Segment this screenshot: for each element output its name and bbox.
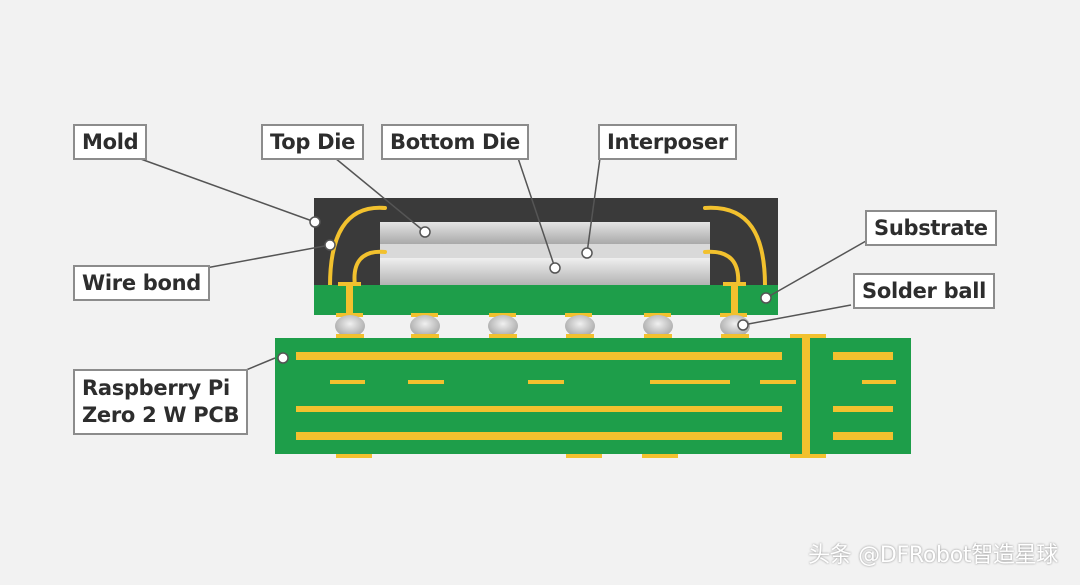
leader-dots bbox=[277, 216, 772, 364]
pcb-bottom-pads bbox=[336, 454, 826, 458]
interposer-label: Interposer bbox=[598, 124, 737, 160]
wire-bond-label: Wire bond bbox=[73, 265, 211, 301]
pcb-top-pads bbox=[336, 334, 826, 338]
bottom-die bbox=[380, 258, 710, 285]
pcb-label: Raspberry Pi Zero 2 W PCB bbox=[73, 369, 249, 435]
substrate-vias bbox=[336, 282, 747, 317]
mold-label: Mold bbox=[73, 124, 148, 160]
top-die-label: Top Die bbox=[261, 124, 365, 160]
top-die bbox=[380, 222, 710, 244]
substrate bbox=[314, 285, 778, 315]
interposer-layer bbox=[380, 244, 710, 258]
substrate-label: Substrate bbox=[865, 210, 997, 246]
wire-bonds bbox=[328, 205, 767, 288]
watermark: 头条 @DFRobot智造星球 bbox=[808, 543, 1058, 568]
leader-lines bbox=[137, 157, 867, 381]
pcb-traces bbox=[296, 338, 896, 454]
solder-ball-label: Solder ball bbox=[853, 273, 995, 309]
solder-balls bbox=[335, 315, 750, 337]
bottom-die-label: Bottom Die bbox=[381, 124, 530, 160]
